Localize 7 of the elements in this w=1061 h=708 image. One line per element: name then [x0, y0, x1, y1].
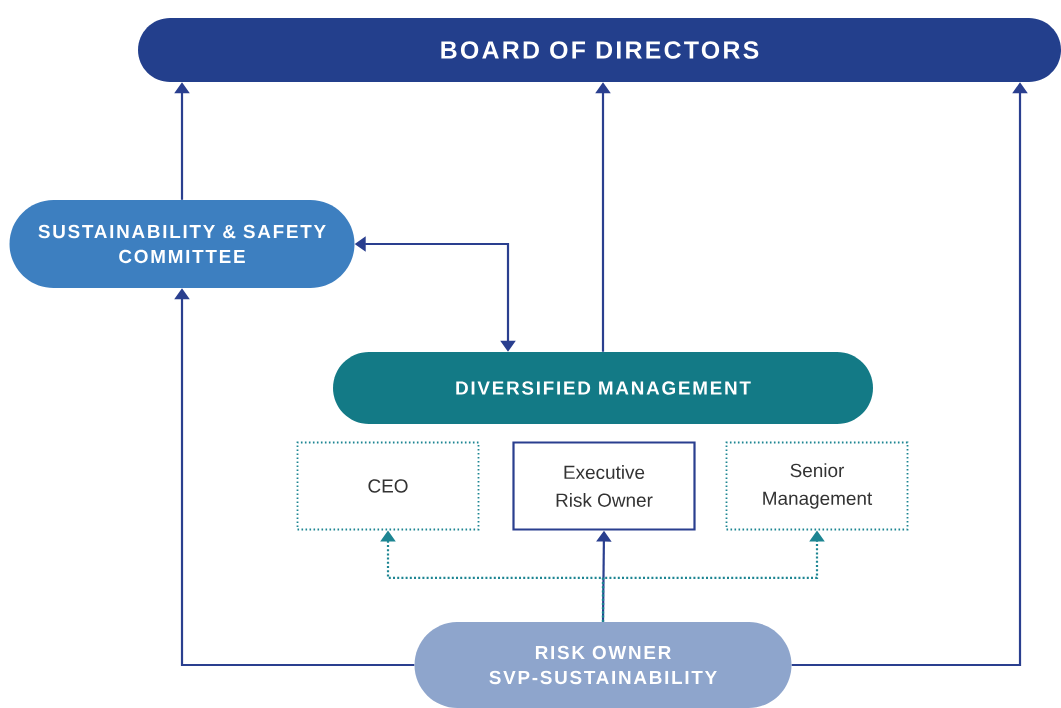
- rounded-box: RISK OWNER SVP-SUSTAINABILITY: [414, 622, 792, 708]
- rounded-banner: BOARD OF DIRECTORS: [138, 18, 1061, 82]
- rounded-box: SUSTAINABILITY & SAFETY COMMITTEE: [9, 200, 355, 288]
- rounded-box: DIVERSIFIED MANAGEMENT: [333, 352, 873, 424]
- dotted-box: Senior Management: [725, 441, 909, 531]
- process-box: Executive Risk Owner: [512, 441, 696, 531]
- dotted-box: CEO: [296, 441, 480, 531]
